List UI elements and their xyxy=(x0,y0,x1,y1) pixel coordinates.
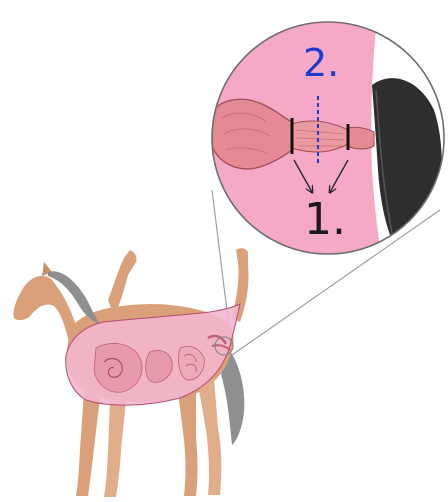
stomach-organ xyxy=(94,343,142,392)
label-step-1: 1. xyxy=(304,194,346,245)
label-step-2: 2. xyxy=(303,41,339,85)
